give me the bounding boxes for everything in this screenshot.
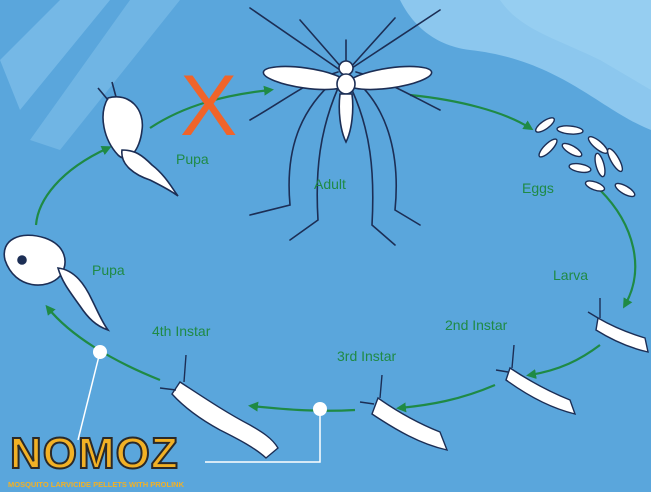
arrow-2nd-to-3rd-instar xyxy=(400,385,495,408)
larva-illustration xyxy=(588,298,648,352)
label-larva: Larva xyxy=(553,267,588,283)
label-pupa-lower: Pupa xyxy=(92,262,125,278)
pointer-dot-3rd-instar xyxy=(313,402,327,416)
third-instar-illustration xyxy=(360,375,447,450)
arrow-eggs-to-larva xyxy=(600,190,635,305)
arrow-4th-instar-to-pupa xyxy=(48,308,160,380)
label-2nd-instar: 2nd Instar xyxy=(445,317,507,333)
label-4th-instar: 4th Instar xyxy=(152,323,210,339)
label-3rd-instar: 3rd Instar xyxy=(337,348,396,364)
label-eggs: Eggs xyxy=(522,180,554,196)
arrow-adult-to-eggs xyxy=(410,95,530,128)
upper-pupa-illustration xyxy=(98,82,178,196)
label-adult: Adult xyxy=(314,176,346,192)
logo-wordmark: NOMOZ xyxy=(10,430,179,478)
label-pupa-upper: Pupa xyxy=(176,151,209,167)
arrow-larva-to-2nd-instar xyxy=(530,345,600,375)
logo-tagline: MOSQUITO LARVICIDE PELLETS WITH PROLINK xyxy=(8,480,184,489)
nomoz-logo: NOMOZ MOSQUITO LARVICIDE PELLETS WITH PR… xyxy=(2,430,202,492)
arrow-3rd-to-4th-instar xyxy=(252,406,355,411)
cross-mark: X xyxy=(180,58,237,154)
adult-mosquito-illustration xyxy=(250,8,440,245)
second-instar-illustration xyxy=(496,345,575,414)
pointer-dot-4th-instar xyxy=(93,345,107,359)
arrow-pupa-to-pupa xyxy=(36,148,108,225)
